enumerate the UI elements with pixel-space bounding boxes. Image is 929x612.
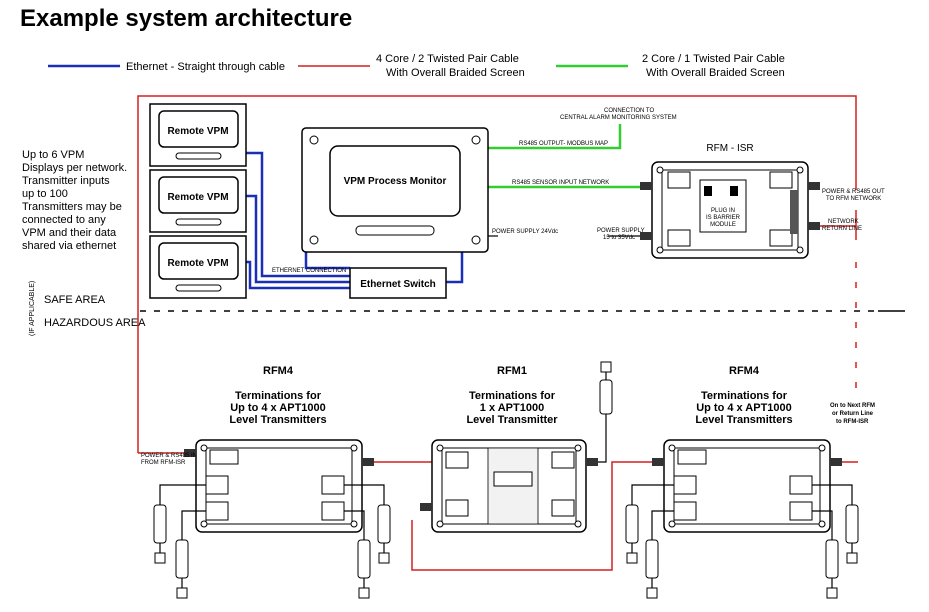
next-rfm-label: or Return Line (832, 411, 874, 417)
side-note: Up to 6 VPM Displays per network. Transm… (22, 149, 127, 252)
remote-vpm-label: Remote VPM (167, 192, 228, 203)
side-note-line: connected to any (22, 214, 106, 226)
side-note-line: Up to 6 VPM (22, 149, 84, 161)
rfm4-left-unit: RFM4 Terminations for Up to 4 x APT1000 … (184, 365, 374, 533)
rs485-output-cable (488, 124, 622, 150)
power-in-label: FROM RFM-ISR (141, 460, 186, 466)
remote-vpm-unit: Remote VPM (149, 103, 247, 167)
transmitter-probe (645, 539, 659, 599)
vpm-process-monitor: VPM Process Monitor (301, 127, 489, 253)
side-note-line: VPM and their data (22, 227, 117, 239)
vpm-monitor-label: VPM Process Monitor (344, 176, 447, 187)
power-supply-24-label: POWER SUPPLY 24Vdc (492, 229, 558, 235)
transmitter-probe (153, 504, 167, 564)
side-note-line: shared via ethernet (22, 240, 116, 252)
ethernet-cables (246, 151, 464, 290)
rfm-desc: Terminations for (235, 390, 322, 402)
rfm-desc: Level Transmitters (695, 414, 792, 426)
alarm-label: CENTRAL ALARM MONITORING SYSTEM (560, 115, 677, 121)
legend-four-core-label-2: With Overall Braided Screen (386, 67, 525, 79)
rfm4-right-unit: RFM4 Terminations for Up to 4 x APT1000 … (652, 365, 842, 533)
legend-two-core-label-2: With Overall Braided Screen (646, 67, 785, 79)
next-rfm-label: to RFM-ISR (836, 419, 869, 425)
network-return-label: NETWORK (828, 219, 859, 225)
ethernet-switch: Ethernet Switch (349, 267, 447, 299)
if-applicable-label: (IF APPLICABLE) (29, 281, 36, 336)
transmitter-cables (159, 412, 853, 540)
rfm-desc: 1 x APT1000 (480, 402, 544, 414)
remote-vpm-label: Remote VPM (167, 126, 228, 137)
rfm-desc: Terminations for (701, 390, 788, 402)
rfm-desc: Level Transmitters (229, 414, 326, 426)
transmitter-probe (175, 539, 189, 599)
safe-area-label: SAFE AREA (44, 294, 106, 306)
rfm-title: RFM4 (729, 365, 760, 377)
rfm1-unit: RFM1 Terminations for 1 x APT1000 Level … (420, 365, 598, 533)
transmitter-probe (625, 504, 639, 564)
rfm-title: RFM1 (497, 365, 527, 377)
transmitter-probe (825, 539, 839, 599)
rfm-isr-title: RFM - ISR (706, 143, 753, 154)
remote-vpm-unit: Remote VPM (149, 235, 247, 299)
rfm-desc: Terminations for (469, 390, 556, 402)
isr-power-supply-label: POWER SUPPLY (597, 228, 645, 234)
side-note-line: Transmitter inputs (22, 175, 110, 187)
ethernet-switch-label: Ethernet Switch (360, 279, 436, 290)
isr-power-supply-label: 15 to 35Vdc (603, 235, 635, 241)
remote-vpm-label: Remote VPM (167, 258, 228, 269)
alarm-label: CONNECTION TO (604, 108, 654, 114)
rfm-desc: Up to 4 x APT1000 (230, 402, 326, 414)
rfm-title: RFM4 (263, 365, 294, 377)
four-core-cable (137, 95, 857, 453)
module-label: MODULE (710, 222, 736, 228)
transmitter-probe (377, 504, 391, 564)
network-return-label: RETURN LINE (822, 226, 862, 232)
transmitter-probe (357, 539, 371, 599)
four-core-cable (411, 461, 664, 571)
module-label: IS BARRIER (706, 215, 741, 221)
power-out-label: POWER & RS485 OUT (822, 189, 885, 195)
power-in-label: POWER & RS485 IN (141, 453, 197, 459)
ethernet-connection-label: ETHERNET CONNECTION (272, 268, 346, 274)
next-rfm-label: On to Next RFM (830, 403, 875, 409)
side-note-line: up to 100 (22, 188, 68, 200)
hazardous-area-label: HAZARDOUS AREA (44, 317, 146, 329)
remote-vpm-unit: Remote VPM (149, 169, 247, 233)
legend-four-core-label-1: 4 Core / 2 Twisted Pair Cable (376, 53, 519, 65)
legend-ethernet-label: Ethernet - Straight through cable (126, 61, 285, 73)
rfm-desc: Up to 4 x APT1000 (696, 402, 792, 414)
transmitter-probe (599, 361, 613, 415)
power-out-label: TO RFM NETWORK (826, 196, 881, 202)
transmitter-probe (845, 504, 859, 564)
side-note-line: Transmitters may be (22, 201, 122, 213)
module-label: PLUG IN (711, 208, 735, 214)
side-note-line: Displays per network. (22, 162, 127, 174)
page-title: Example system architecture (20, 5, 352, 32)
rfm-isr-unit: RFM - ISR PLUG IN IS BARRIER MODULE (640, 143, 820, 259)
rs485-output-label: RS485 OUTPUT- MODBUS MAP (519, 141, 608, 147)
rs485-sensor-label: RS485 SENSOR INPUT NETWORK (512, 180, 609, 186)
legend: Ethernet - Straight through cable 4 Core… (48, 53, 785, 79)
legend-two-core-label-1: 2 Core / 1 Twisted Pair Cable (642, 53, 785, 65)
rfm-desc: Level Transmitter (466, 414, 558, 426)
